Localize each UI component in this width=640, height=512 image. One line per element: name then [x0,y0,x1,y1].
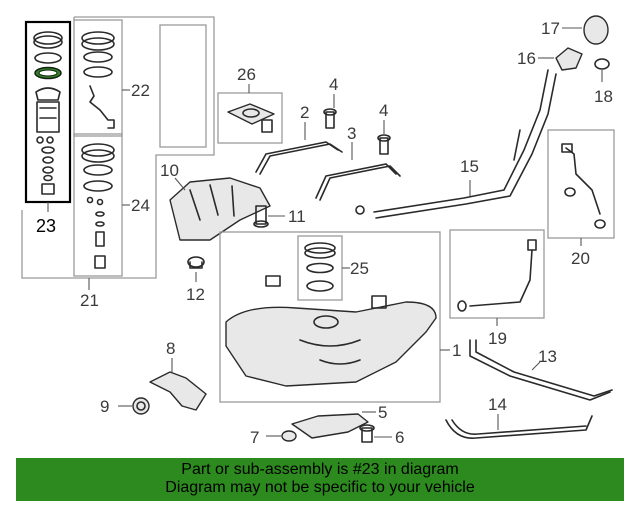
callout-23: 23 [36,216,56,236]
callout-2: 2 [300,103,309,122]
part-6-bolt[interactable]: 6 [359,424,404,447]
part-17-cap[interactable]: 17 [541,15,609,45]
part-16-housing[interactable]: 16 [517,47,583,71]
part-5-bracket[interactable]: 5 [291,403,387,439]
callout-20: 20 [571,249,590,268]
callout-26: 26 [237,65,256,84]
callout-15: 15 [460,157,479,176]
part-1-fuel-tank[interactable]: 1 [219,231,461,403]
callout-8: 8 [166,339,175,358]
callout-17: 17 [541,19,560,38]
callout-21: 21 [80,291,99,310]
callout-16: 16 [517,49,536,68]
part-10-heat-shield[interactable]: 10 [160,161,271,241]
part-11-bolt[interactable]: 11 [253,205,306,228]
callout-21-group: 21 [80,278,99,310]
part-8-bracket[interactable]: 8 [149,339,207,411]
part-26-group[interactable]: 26 [217,65,283,144]
callout-13: 13 [538,347,557,366]
part-23-assembly[interactable]: 23 [24,20,72,236]
callout-25: 25 [350,259,369,278]
callout-3: 3 [347,124,356,143]
callout-4b: 4 [379,101,388,120]
part-7-clip[interactable]: 7 [250,428,297,447]
part-25-group[interactable]: 25 [297,235,369,301]
part-13-strap[interactable]: 13 [469,339,613,401]
callout-9: 9 [100,397,109,416]
part-15-filler-pipe[interactable]: 15 [355,69,557,219]
callout-14: 14 [488,395,507,414]
part-12-clip[interactable]: 12 [186,256,205,304]
part-22-group[interactable]: 22 [73,19,150,137]
banner-line-2: Diagram may not be specific to your vehi… [165,479,475,496]
callout-19: 19 [488,329,507,348]
callout-24: 24 [131,196,150,215]
notice-banner: Part or sub-assembly is #23 in diagram D… [16,458,624,501]
part-4-bolt-a[interactable]: 4 [323,75,338,129]
part-20-group[interactable]: 20 [547,129,615,268]
callout-1: 1 [452,341,461,360]
callout-11: 11 [288,207,306,226]
part-24-group[interactable]: 24 [73,133,150,277]
callout-6: 6 [395,428,404,447]
part-14-strap[interactable]: 14 [445,395,593,439]
callout-5: 5 [378,403,387,422]
part-4-bolt-b[interactable]: 4 [377,101,391,155]
part-2-strap[interactable]: 2 [255,103,343,175]
banner-line-1: Part or sub-assembly is #23 in diagram [181,461,459,478]
callout-18: 18 [594,87,613,106]
callout-10: 10 [160,161,179,180]
part-9-grommet[interactable]: 9 [100,397,150,416]
part-19-group[interactable]: 19 [449,229,545,348]
callout-12: 12 [186,285,205,304]
callout-22: 22 [131,81,150,100]
part-18-seal[interactable]: 18 [594,58,613,106]
callout-7: 7 [250,428,259,447]
part-3-strap[interactable]: 3 [315,124,401,201]
callout-4a: 4 [329,75,338,94]
